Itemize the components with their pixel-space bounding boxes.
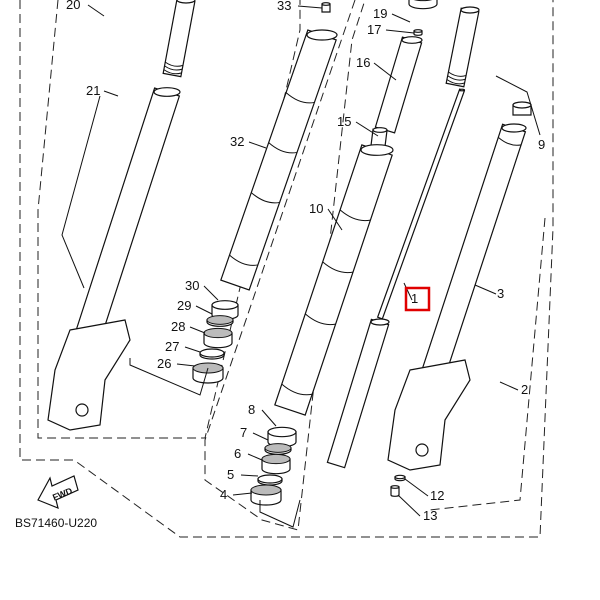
outer-tube-21[interactable] xyxy=(71,87,181,350)
fwd-arrow-icon: FWD xyxy=(37,475,79,509)
dust-seal-26[interactable] xyxy=(192,362,224,384)
callout-3[interactable]: 3 xyxy=(497,286,504,301)
inner-tube-10[interactable] xyxy=(274,144,394,416)
dust-seal-4[interactable] xyxy=(250,484,282,506)
seal-19[interactable] xyxy=(408,0,438,10)
callout-2[interactable]: 2 xyxy=(521,382,528,397)
callout-21[interactable]: 21 xyxy=(86,83,100,98)
callout-30[interactable]: 30 xyxy=(185,278,199,293)
callout-16[interactable]: 16 xyxy=(356,55,370,70)
rod-16[interactable] xyxy=(374,36,423,134)
callout-5[interactable]: 5 xyxy=(227,467,234,482)
clip-27[interactable] xyxy=(199,348,225,360)
bolt-15[interactable] xyxy=(370,127,388,148)
group-boundary-left xyxy=(37,0,301,439)
callout-10[interactable]: 10 xyxy=(309,201,323,216)
leader-lines xyxy=(61,4,541,528)
group-boundary-outer xyxy=(19,0,554,538)
callout-15[interactable]: 15 xyxy=(337,114,351,129)
spring-left[interactable] xyxy=(162,0,196,78)
cartridge-lower[interactable] xyxy=(326,318,390,469)
callout-26[interactable]: 26 xyxy=(157,356,171,371)
cap-33[interactable] xyxy=(321,2,331,13)
callout-9[interactable]: 9 xyxy=(538,137,545,152)
group-boundary-center xyxy=(204,0,366,531)
callout-13[interactable]: 13 xyxy=(423,508,437,523)
diagram-code: BS71460-U220 xyxy=(15,516,97,530)
callout-20[interactable]: 20 xyxy=(66,0,80,12)
bushing-9[interactable] xyxy=(512,101,532,116)
callout-27[interactable]: 27 xyxy=(165,339,179,354)
oring-17[interactable] xyxy=(413,29,423,36)
seal-6[interactable] xyxy=(261,453,291,475)
clip-5[interactable] xyxy=(257,474,283,486)
bushing-8[interactable] xyxy=(267,426,297,448)
callout-32[interactable]: 32 xyxy=(230,134,244,149)
highlight-box-part-1[interactable] xyxy=(404,286,431,312)
callout-8[interactable]: 8 xyxy=(248,402,255,417)
washer-7[interactable] xyxy=(264,443,292,455)
axle-bracket-right[interactable] xyxy=(387,359,471,471)
seal-28[interactable] xyxy=(203,327,233,349)
callout-33[interactable]: 33 xyxy=(277,0,291,13)
group-boundary-right xyxy=(429,217,546,511)
callout-17[interactable]: 17 xyxy=(367,22,381,37)
spring-right[interactable] xyxy=(445,6,480,88)
callout-12[interactable]: 12 xyxy=(430,488,444,503)
bolt-13[interactable] xyxy=(390,485,400,497)
callout-29[interactable]: 29 xyxy=(177,298,191,313)
washer-29[interactable] xyxy=(206,315,234,327)
inner-tube-32[interactable] xyxy=(220,29,338,291)
callout-1[interactable]: 1 xyxy=(411,291,418,306)
washer-12[interactable] xyxy=(394,474,406,482)
callout-7[interactable]: 7 xyxy=(240,425,247,440)
callout-4[interactable]: 4 xyxy=(220,487,227,502)
callout-28[interactable]: 28 xyxy=(171,319,185,334)
axle-bracket-left[interactable] xyxy=(47,319,131,431)
callout-19[interactable]: 19 xyxy=(373,6,387,21)
callout-6[interactable]: 6 xyxy=(234,446,241,461)
